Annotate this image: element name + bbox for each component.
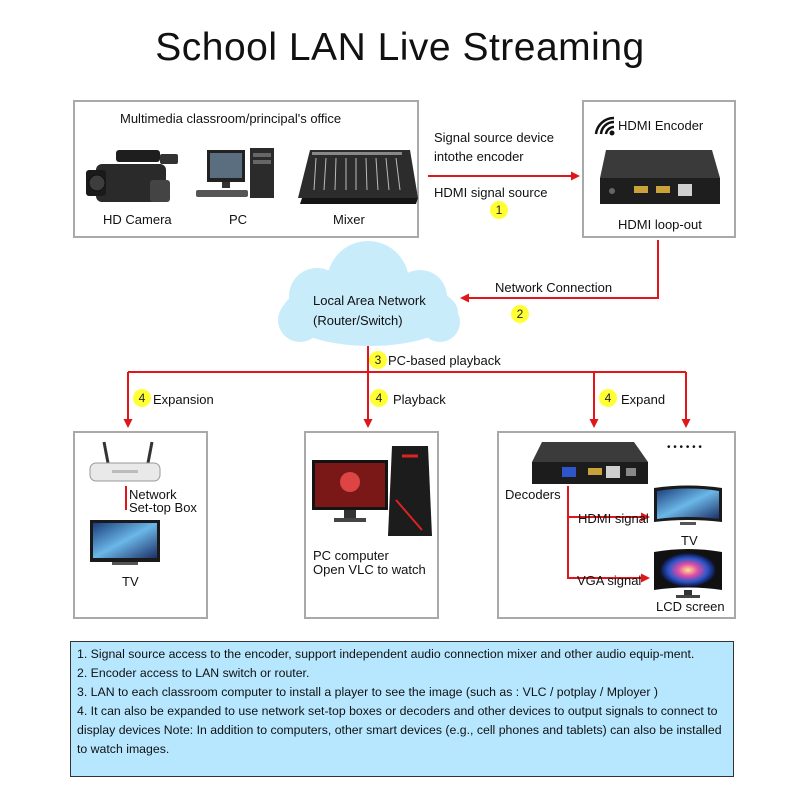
cloud-line1: Local Area Network xyxy=(313,293,426,308)
hd-camera-icon xyxy=(86,150,178,202)
vga-signal-arrow xyxy=(567,517,650,583)
step-badge-2: 2 xyxy=(511,305,529,323)
source-box-heading: Multimedia classroom/principal's office xyxy=(120,111,342,126)
wifi-icon xyxy=(594,116,615,135)
link1-line2: intothe encoder xyxy=(434,149,524,164)
pc-computer-line1: PC computer xyxy=(313,548,389,563)
note-3: 3. LAN to each classroom computer to ins… xyxy=(77,685,658,699)
step-badge-3: 3 xyxy=(369,351,387,369)
note-1: 1. Signal source access to the encoder, … xyxy=(77,647,695,661)
more-devices-dots: • • • • • • xyxy=(667,442,702,453)
mixer-icon xyxy=(298,150,418,204)
stb-label-line1: Network xyxy=(129,487,177,502)
hdmi-signal-label: HDMI signal xyxy=(578,511,649,526)
wifi-dot-icon xyxy=(609,130,615,136)
pc-computer-line2: Open VLC to watch xyxy=(313,562,426,577)
branch-expansion-label: Expansion xyxy=(153,392,214,407)
pc-icon xyxy=(196,148,274,198)
link1-line3: HDMI signal source xyxy=(434,185,548,200)
right-tv-label: TV xyxy=(681,533,698,548)
lcd-screen-label: LCD screen xyxy=(656,599,725,614)
step-badge-4-expansion: 4 xyxy=(133,389,151,407)
left-tv-label: TV xyxy=(122,574,139,589)
note-4: 4. It can also be expanded to use networ… xyxy=(77,704,722,756)
mixer-label: Mixer xyxy=(333,212,365,227)
step-badge-1: 1 xyxy=(490,201,508,219)
note-2: 2. Encoder access to LAN switch or route… xyxy=(77,666,310,680)
left-tv-icon xyxy=(90,520,160,565)
vga-signal-label: VGA signal xyxy=(577,573,642,588)
cloud-line2: (Router/Switch) xyxy=(313,313,403,328)
link1-line1: Signal source device xyxy=(434,130,554,145)
hd-camera-label: HD Camera xyxy=(103,212,172,227)
decoders-label: Decoders xyxy=(505,487,561,502)
right-tv-icon xyxy=(654,485,722,525)
notes-panel: 1. Signal source access to the encoder, … xyxy=(70,641,734,777)
lcd-screen-icon xyxy=(654,549,722,598)
branch-playback-label: Playback xyxy=(393,392,446,407)
encoder-heading: HDMI Encoder xyxy=(618,118,704,133)
step-badge-4-expand: 4 xyxy=(599,389,617,407)
step-badge-4-playback: 4 xyxy=(370,389,388,407)
link3-label: PC-based playback xyxy=(388,353,501,368)
set-top-box-icon xyxy=(89,441,161,482)
pc-label: PC xyxy=(229,212,248,227)
link2-label: Network Connection xyxy=(495,280,613,295)
branch-expand-label: Expand xyxy=(621,392,666,407)
pc-computer-icon xyxy=(312,446,432,536)
lan-cloud-icon xyxy=(278,241,460,346)
arrow-to-lan xyxy=(460,240,659,303)
hdmi-encoder-icon xyxy=(600,150,720,204)
page-title: School LAN Live Streaming xyxy=(155,26,645,69)
connector-lines xyxy=(123,171,691,583)
stb-label-line2: Set-top Box xyxy=(129,500,197,515)
encoder-loop-out-label: HDMI loop-out xyxy=(618,217,702,232)
decoder-icon xyxy=(532,442,648,484)
